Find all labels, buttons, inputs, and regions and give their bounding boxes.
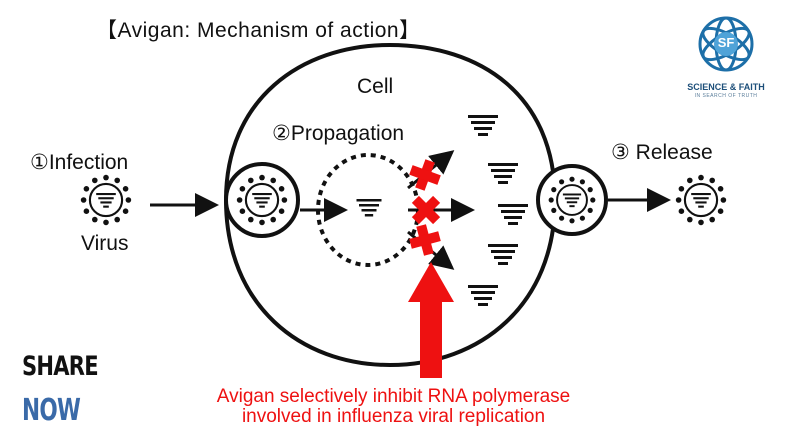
caption-line-1: Avigan selectively inhibit RNA polymeras… — [216, 386, 571, 407]
infection-label: ①Infection — [30, 151, 129, 174]
now-text: NOW — [22, 393, 81, 428]
inhibit-arrow — [408, 262, 454, 378]
virus-label: Virus — [81, 232, 129, 255]
share-text: SHARE — [22, 351, 99, 382]
cell-label: Cell — [357, 75, 394, 98]
logo-name: SCIENCE & FAITH — [687, 82, 765, 92]
logo-initials: SF — [717, 35, 735, 50]
virus-released — [674, 173, 728, 227]
logo-mark — [698, 16, 754, 72]
caption-line-2: involved in influenza viral replication — [241, 406, 546, 427]
virus-infecting — [79, 173, 133, 227]
propagation-label: ②Propagation — [272, 122, 405, 145]
logo-tagline: IN SEARCH OF TRUTH — [694, 93, 758, 99]
diagram-title: 【Avigan: Mechanism of action】 — [96, 19, 421, 42]
inhibit-marks — [409, 159, 441, 256]
release-label: ③ Release — [611, 141, 713, 164]
